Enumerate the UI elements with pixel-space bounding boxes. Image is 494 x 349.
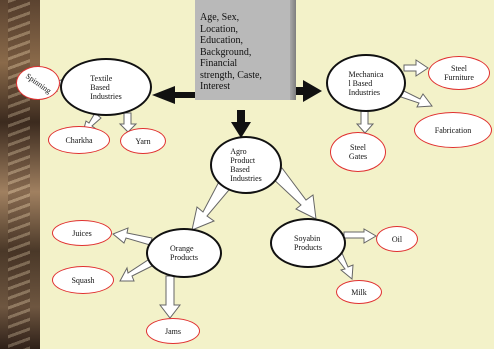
charkha-label: Charkha: [65, 135, 93, 145]
textile-line: Industries: [90, 91, 122, 101]
attributes-box: [195, 0, 296, 100]
oil-label: Oil: [391, 234, 403, 244]
arrow-to-mechanical: [290, 80, 322, 102]
mechanical-line: Mechanica: [348, 69, 384, 79]
arrow-textile-to-yarn: [118, 112, 138, 133]
orange-line: Orange: [170, 244, 194, 253]
yarn-node: Yarn: [120, 128, 166, 154]
fabrication-node: Fabrication: [414, 112, 492, 148]
steel-furniture-node: Steel Furniture: [428, 56, 490, 90]
attr-line: Background,: [200, 46, 252, 58]
agro-line: Industries: [230, 174, 262, 183]
spinning-node: Spinning: [16, 66, 60, 100]
orange-hub: Orange Products: [146, 228, 222, 278]
attr-line: Interest: [200, 81, 230, 92]
spinning-label: Spinning: [23, 71, 53, 95]
attr-line: Age, Sex,: [200, 12, 240, 23]
textile-line: Based: [90, 82, 110, 92]
orange-line: Products: [170, 253, 198, 262]
squash-node: Squash: [52, 266, 114, 294]
arrow-mech-to-furniture: [403, 59, 429, 77]
steel-furniture-line: Steel: [451, 64, 467, 73]
arrow-to-textile: [152, 86, 235, 104]
arrow-mech-to-fabrication: [397, 89, 433, 108]
attr-line: Financial: [200, 58, 238, 69]
juices-node: Juices: [52, 220, 112, 246]
soyabin-hub: Soyabin Products: [270, 218, 346, 268]
arrow-orange-to-squash: [119, 259, 153, 282]
juices-label: Juices: [72, 228, 92, 238]
steel-gates-node: Steel Gates: [330, 132, 386, 172]
milk-label: Milk: [351, 287, 367, 297]
attr-line: Education,: [200, 35, 244, 46]
arrow-orange-to-jams: [158, 275, 182, 319]
charkha-node: Charkha: [48, 126, 110, 154]
mechanical-line: Industries: [348, 87, 381, 97]
milk-node: Milk: [336, 280, 382, 304]
agro-line: Based: [230, 165, 250, 174]
arrow-mech-to-gates: [355, 109, 375, 134]
steel-furniture-line: Furniture: [444, 73, 474, 82]
oil-node: Oil: [376, 226, 418, 252]
attr-line: Location,: [200, 23, 239, 35]
attr-line: strength, Caste,: [200, 69, 262, 81]
yarn-label: Yarn: [135, 136, 151, 146]
arrow-orange-to-juices: [112, 227, 153, 246]
arrow-agro-to-soyabin: [269, 167, 317, 220]
jams-node: Jams: [146, 318, 200, 344]
soyabin-line: Products: [294, 243, 322, 252]
arrow-soyabin-to-milk: [334, 252, 354, 280]
agro-hub: Agro Product Based Industries: [210, 136, 282, 194]
arrow-to-agro: [231, 110, 251, 138]
arrow-soyabin-to-oil: [343, 228, 377, 244]
textile-line: Textile: [90, 73, 113, 83]
soyabin-line: Soyabin: [294, 234, 321, 243]
fabrication-label: Fabrication: [434, 125, 472, 135]
textile-hub: Textile Based Industries: [60, 58, 152, 116]
jams-label: Jams: [165, 326, 181, 336]
steel-gates-line: Steel: [350, 143, 366, 152]
agro-line: Agro: [230, 147, 247, 156]
agro-line: Product: [230, 156, 256, 165]
squash-label: Squash: [71, 275, 95, 285]
mechanical-line: l Based: [348, 78, 373, 88]
steel-gates-line: Gates: [348, 152, 368, 161]
attributes-text: Age, Sex, Location, Education, Backgroun…: [200, 12, 290, 93]
mechanical-hub: Mechanica l Based Industries: [326, 54, 406, 112]
